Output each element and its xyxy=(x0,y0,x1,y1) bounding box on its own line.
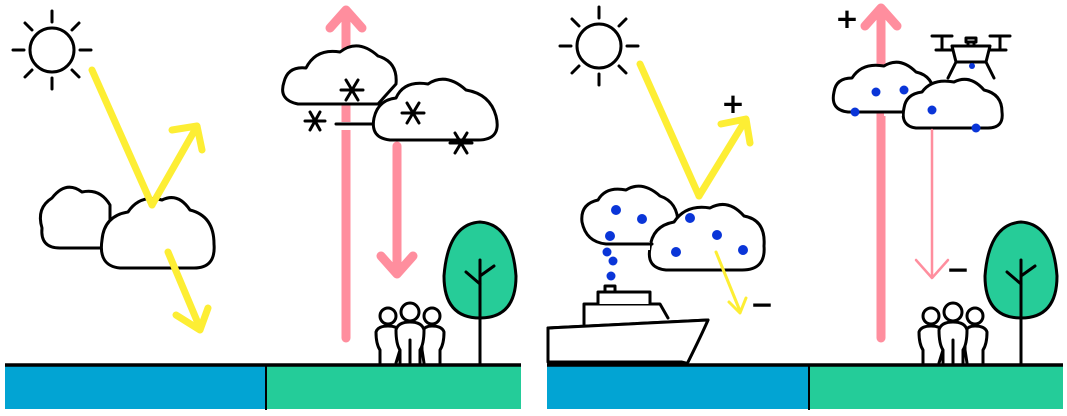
sunlight-arrow-transmitted-reduced xyxy=(714,250,748,315)
cloud-droplets xyxy=(605,205,748,257)
seeded-low-cloud-icon xyxy=(580,184,766,272)
sunlight-arrow-reflected xyxy=(695,115,754,200)
people-icon xyxy=(917,301,989,365)
land xyxy=(266,365,521,409)
sunlight-arrow-reflected xyxy=(148,122,206,209)
panel-seeded: + − + xyxy=(546,2,1063,410)
seeded-high-cloud-icon xyxy=(831,60,1004,133)
sunlight-arrow-incoming xyxy=(636,60,703,200)
sun-icon xyxy=(558,5,640,87)
panel-natural xyxy=(5,5,521,410)
sunlight-arrow-transmitted xyxy=(164,248,212,334)
infrared-arrow-outgoing xyxy=(860,3,902,343)
drone-icon xyxy=(930,34,1012,80)
ice-crystal-icon xyxy=(303,78,474,155)
tree-icon xyxy=(983,220,1059,366)
transmission-minus-label: − xyxy=(750,288,773,321)
ocean xyxy=(5,365,266,409)
high-ice-cloud-icon xyxy=(281,44,499,155)
ocean xyxy=(547,365,809,409)
cloud-droplets xyxy=(850,85,981,133)
ship-icon xyxy=(546,284,710,364)
sun-icon xyxy=(11,9,93,91)
infrared-arrow-downward-reduced xyxy=(914,128,950,280)
outgoing-plus-label: + xyxy=(835,2,858,35)
infrared-arrow-downward xyxy=(376,141,418,279)
low-cloud-icon xyxy=(38,185,216,270)
ship-aerosol-plume xyxy=(602,247,618,281)
downward-minus-label: − xyxy=(946,253,969,286)
sunlight-arrow-incoming xyxy=(88,66,156,209)
reflection-plus-label: + xyxy=(721,87,744,120)
tree-icon xyxy=(442,220,518,366)
land xyxy=(809,365,1063,409)
people-icon xyxy=(374,301,446,365)
